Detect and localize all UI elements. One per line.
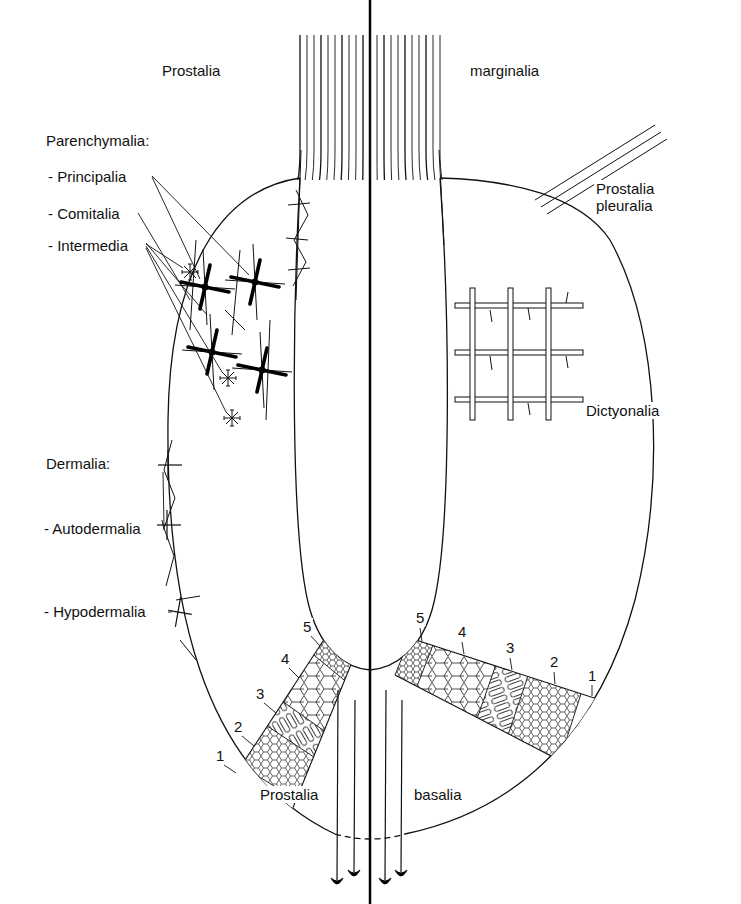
dermalia-spicules <box>157 440 200 660</box>
marginal-spicule <box>341 35 343 180</box>
marginal-spicule <box>391 35 393 180</box>
atrial-spicules <box>286 190 310 286</box>
part-label: Prostalia <box>160 62 222 79</box>
part-label: - Autodermalia <box>42 520 143 537</box>
callout-number: 4 <box>456 623 468 640</box>
marginal-spicule <box>398 35 400 180</box>
marginal-spicule <box>405 35 406 180</box>
axis-line <box>369 0 372 904</box>
marginal-spicule <box>296 150 301 300</box>
marginal-spicule <box>433 35 435 180</box>
marginal-spicule <box>419 35 420 180</box>
basalia-spicules <box>331 690 407 884</box>
intermedia-spicules <box>182 264 240 426</box>
body-outline <box>405 178 654 834</box>
marginal-spicule <box>334 35 335 180</box>
anchor-tip <box>348 870 360 876</box>
part-label: Parenchymalia: <box>44 132 151 149</box>
part-label: marginalia <box>468 62 541 79</box>
marginalia-bundle <box>298 35 442 180</box>
basal-spicule <box>385 690 386 880</box>
callout-number: 1 <box>586 667 598 684</box>
marginal-spicule <box>439 150 444 245</box>
marginal-spicule <box>348 35 350 180</box>
marginal-spicule <box>383 35 385 180</box>
dictyonalia-grid <box>455 288 583 420</box>
part-label: Prostalia <box>258 786 320 803</box>
marginal-spicule <box>327 35 328 180</box>
body-outline-dashed <box>335 834 405 839</box>
part-label: basalia <box>412 786 464 803</box>
callout-number: 2 <box>548 653 560 670</box>
basal-spicule <box>337 690 338 880</box>
callout-number: 4 <box>279 650 291 667</box>
anchor-tip <box>379 878 391 884</box>
marginal-spicule <box>320 35 321 180</box>
part-label: - Hypodermalia <box>42 603 148 620</box>
marginal-spicule <box>298 35 300 180</box>
marginal-spicule <box>362 35 364 180</box>
part-label: - Comitalia <box>46 205 122 222</box>
comitalia-spicules <box>190 240 270 420</box>
part-label: - Intermedia <box>46 237 130 254</box>
part-label: Prostalia pleuralia <box>594 180 674 215</box>
basal-spicule <box>401 700 402 872</box>
marginal-spicule <box>440 35 442 180</box>
wedge-edge <box>410 638 610 703</box>
part-label: - Principalia <box>46 168 128 185</box>
marginal-spicule <box>370 35 371 180</box>
marginal-spicule <box>426 35 428 180</box>
wall-layer <box>508 676 581 760</box>
body-outline <box>168 178 335 834</box>
callout-number: 5 <box>301 618 313 635</box>
marginal-spicule <box>377 35 378 180</box>
wedge-edge <box>395 675 587 775</box>
basal-spicule <box>354 700 355 872</box>
callout-number: 2 <box>232 718 244 735</box>
wall-layers <box>227 638 609 823</box>
anchor-tip <box>331 878 343 884</box>
part-label: Dermalia: <box>44 455 112 472</box>
marginal-spicule <box>355 35 356 180</box>
atrial-outline <box>294 178 447 670</box>
part-label: Dictyonalia <box>584 402 661 419</box>
callout-number: 5 <box>414 609 426 626</box>
principalia-spicules <box>175 244 292 408</box>
callout-number: 3 <box>504 639 516 656</box>
callout-number: 1 <box>214 747 226 764</box>
marginal-spicule <box>305 35 307 180</box>
callout-number: 3 <box>254 685 266 702</box>
marginal-spicule <box>312 35 314 180</box>
leader-lines <box>138 176 592 773</box>
marginal-spicule <box>412 35 413 180</box>
wall-layer <box>560 694 610 775</box>
anchor-tip <box>395 870 407 876</box>
